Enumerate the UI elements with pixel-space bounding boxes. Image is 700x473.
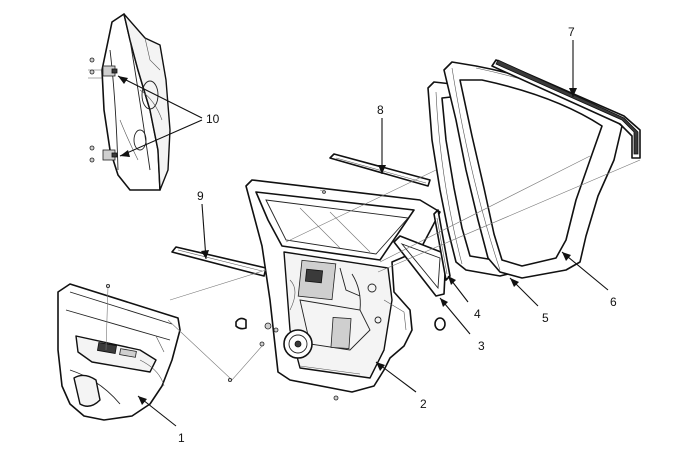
callout-6: 6 bbox=[610, 295, 617, 309]
outer-weatherstrip bbox=[329, 153, 431, 187]
callout-3: 3 bbox=[478, 339, 485, 353]
delta-moulding bbox=[433, 209, 451, 281]
callout-1: 1 bbox=[178, 431, 185, 445]
body-side-weatherstrip bbox=[443, 61, 623, 279]
inner-weatherstrip bbox=[171, 246, 267, 277]
callout-4: 4 bbox=[474, 307, 481, 321]
roof-side-weatherstrip bbox=[491, 59, 641, 159]
quarter-fixed-glass bbox=[393, 235, 447, 297]
door-hinge-lower bbox=[102, 149, 118, 161]
rear-door-panel bbox=[235, 179, 446, 401]
callout-labels: 1 2 3 4 5 6 7 8 9 10 bbox=[178, 25, 617, 445]
callout-8: 8 bbox=[377, 103, 384, 117]
leader-lines bbox=[117, 40, 609, 427]
callout-5: 5 bbox=[542, 311, 549, 325]
callout-10: 10 bbox=[206, 112, 220, 126]
body-pillar-inset bbox=[88, 13, 171, 191]
callout-2: 2 bbox=[420, 397, 427, 411]
assembly-guide-lines bbox=[105, 155, 641, 382]
callout-9: 9 bbox=[197, 189, 204, 203]
callout-7: 7 bbox=[568, 25, 575, 39]
door-hinge-upper bbox=[102, 65, 118, 77]
door-trim-panel bbox=[57, 283, 181, 421]
